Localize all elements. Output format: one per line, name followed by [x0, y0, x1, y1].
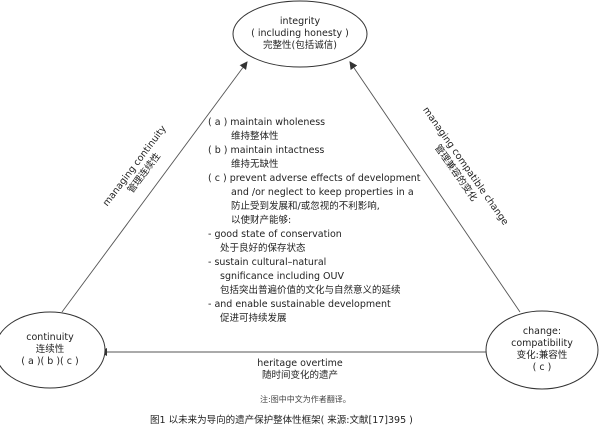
translation-note: 注:图中中文为作者翻译。 — [260, 395, 351, 404]
integrity-title: integrity — [279, 16, 321, 27]
change-title: change: — [522, 326, 562, 337]
edge-bottom-cn: 随时间变化的遗产 — [261, 370, 338, 381]
integrity-ellipse — [232, 0, 368, 68]
center-line: 包括突出普遍价值的文化与自然意义的延续 — [220, 285, 401, 296]
change-subtitle: compatibility — [511, 338, 573, 349]
arrow-change-to-integrity — [349, 61, 521, 313]
continuity-refs: ( a )( b )( c ) — [21, 356, 79, 367]
edge-bottom-en: heritage overtime — [257, 358, 343, 369]
continuity-cn: 连续性 — [35, 344, 65, 355]
center-line: and /or neglect to keep properties in a — [231, 187, 414, 198]
change-cn: 变化:兼容性 — [516, 350, 568, 361]
center-line: ( b ) maintain intactness — [208, 145, 325, 156]
integrity-cn: 完整性(包括诚信) — [263, 40, 337, 51]
change-node-label: change: compatibility 变化:兼容性 ( c ) — [492, 326, 592, 374]
center-line: 维持无缺性 — [231, 159, 279, 170]
center-line: ( a ) maintain wholeness — [208, 117, 326, 128]
center-line: 维持整体性 — [231, 131, 279, 142]
continuity-ellipse — [0, 311, 106, 389]
continuity-title: continuity — [26, 332, 74, 343]
change-refs: ( c ) — [532, 362, 552, 373]
center-line: 防止受到发展和/或忽视的不利影响, — [231, 201, 380, 212]
change-ellipse — [485, 310, 599, 390]
center-line: 促进可持续发展 — [220, 313, 287, 324]
figure-caption: 图1 以未来为导向的遗产保护整体性框架( 来源:文献[17]395 ) — [150, 415, 413, 426]
integrity-subtitle: ( including honesty ) — [251, 28, 349, 39]
center-line: 处于良好的保存状态 — [220, 243, 306, 254]
arrow-continuity-to-integrity — [61, 61, 248, 313]
center-line: ( c ) prevent adverse effects of develop… — [208, 173, 421, 184]
continuity-node-label: continuity 连续性 ( a )( b )( c ) — [2, 332, 98, 368]
center-line: - and enable sustainable development — [208, 299, 391, 310]
edge-label-heritage-overtime: heritage overtime 随时间变化的遗产 — [240, 358, 360, 382]
center-line: - good state of conservation — [208, 229, 342, 240]
center-line: - sustain cultural–natural — [208, 257, 327, 268]
center-line: 以使财产能够: — [231, 215, 292, 226]
center-line: sgnificance including OUV — [220, 271, 344, 282]
integrity-node-label: integrity ( including honesty ) 完整性(包括诚信… — [240, 16, 360, 52]
